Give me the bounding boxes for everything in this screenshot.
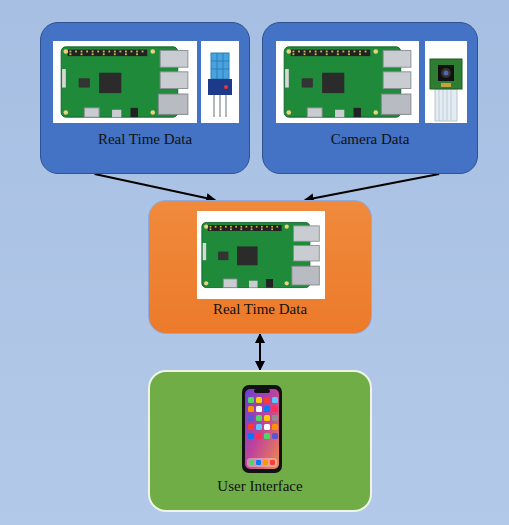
hub-node-box: Real Time Data [148,200,372,334]
node-label: Camera Data [325,130,416,148]
sensor-node-box: Real Time Data [40,22,250,174]
camera-illustration [263,23,479,175]
interface-node-box: User Interface [148,370,372,512]
flow-arrow [95,174,216,200]
board-illustration [41,23,251,175]
flow-arrow [305,174,439,200]
node-label: Real Time Data [92,130,198,148]
node-label: Real Time Data [207,300,313,318]
camera-node-box: Camera Data [262,22,478,174]
node-label: User Interface [211,477,308,495]
flow-arrow [259,334,261,370]
